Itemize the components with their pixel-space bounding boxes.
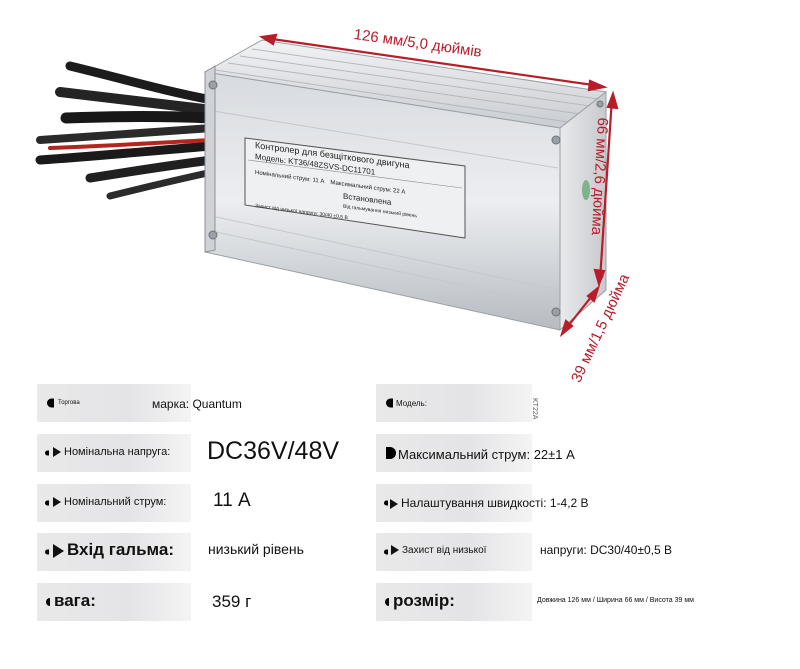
protect-value: напруги: DC30/40±0,5 В	[540, 543, 673, 557]
weight-label: вага:	[54, 591, 96, 610]
bullet-icon	[384, 500, 388, 506]
voltage-label-wrap: Номінальна напруга:	[53, 446, 170, 458]
voltage-label: Номінальна напруга:	[64, 446, 171, 458]
triangle-icon	[53, 543, 64, 558]
product-photo: Контролер для безщіткового двигуна Модел…	[35, 26, 633, 385]
brand-cell: Торгова	[37, 384, 191, 422]
size-cell: розмір:	[376, 583, 532, 621]
brake-label: Вхід гальма:	[67, 540, 174, 559]
bullet-icon	[386, 398, 393, 408]
protect-label-wrap: Захист від низької	[391, 545, 486, 556]
bullet-icon	[385, 598, 389, 606]
current-label: Номінальний струм:	[64, 496, 167, 508]
speed-cell	[376, 484, 532, 522]
brake-value: низький рівень	[208, 541, 304, 557]
brake-cell: Вхід гальма:	[37, 533, 191, 571]
bullet-icon	[384, 549, 388, 555]
weight-cell: вага:	[37, 583, 191, 621]
bullet-icon	[45, 500, 49, 506]
protect-label: Захист від низької	[402, 545, 487, 556]
model-label: Модель:	[396, 399, 427, 408]
speed-label-wrap: Налаштування швидкості: 1-4,2 В	[390, 496, 589, 510]
brand-tag: Торгова	[58, 400, 80, 406]
model-value: KT22A	[531, 398, 538, 420]
triangle-icon	[53, 497, 61, 508]
model-cell: Модель:	[376, 384, 532, 422]
controller-illustration	[35, 39, 608, 332]
bullet-icon	[386, 447, 396, 459]
cable-bundle	[35, 61, 218, 200]
triangle-icon	[53, 447, 61, 458]
triangle-icon	[390, 498, 398, 509]
weight-value: 359 г	[212, 592, 252, 611]
bullet-icon	[45, 450, 49, 456]
current-label-wrap: Номінальний струм:	[53, 496, 166, 508]
size-label: розмір:	[393, 591, 455, 610]
size-value: Довжина 126 мм / Ширина 66 мм / Висота 3…	[537, 597, 694, 604]
triangle-icon	[391, 545, 399, 556]
brake-label-wrap: Вхід гальма:	[53, 540, 174, 560]
protect-cell: Захист від низької	[376, 533, 532, 571]
bullet-icon	[45, 549, 49, 555]
voltage-cell: Номінальна напруга:	[37, 434, 191, 472]
current-value: 11 А	[213, 490, 251, 511]
bullet-icon	[46, 598, 50, 606]
max-current-label: Максимальний струм: 22±1 А	[398, 447, 575, 462]
voltage-value: DC36V/48V	[207, 437, 340, 465]
max-current-cell	[376, 434, 532, 472]
dimension-arrows	[258, 33, 619, 338]
speed-label: Налаштування швидкості: 1-4,2 В	[401, 496, 589, 510]
bullet-icon	[47, 398, 54, 408]
brand-value: марка: Quantum	[152, 397, 242, 411]
current-cell: Номінальний струм:	[37, 484, 191, 522]
